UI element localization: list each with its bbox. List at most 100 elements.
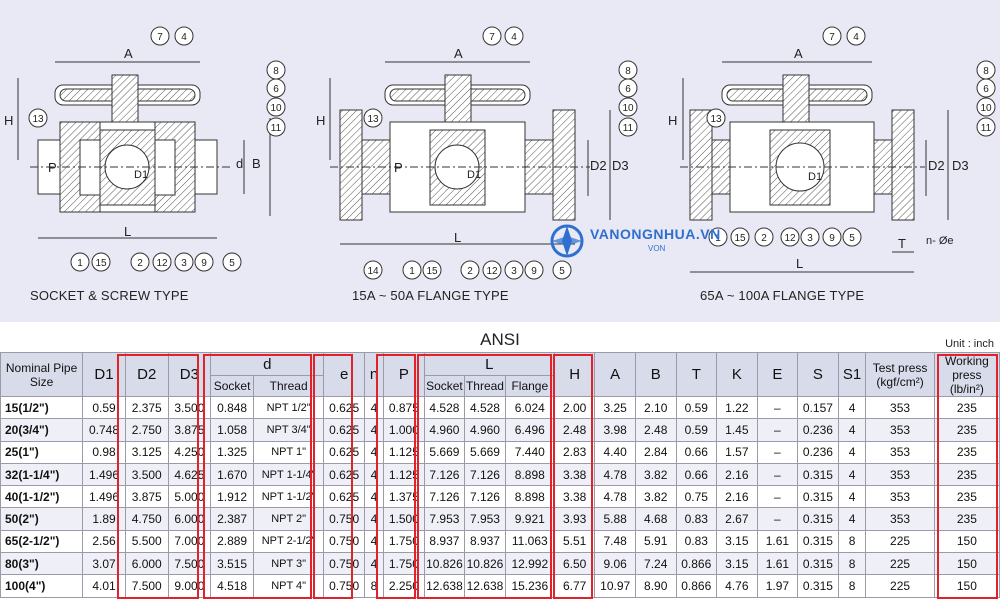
table-cell: 2.387: [210, 507, 254, 531]
table-cell: 235: [933, 418, 1000, 442]
table-cell: 1.325: [210, 440, 254, 464]
table-cell: 0.75: [675, 485, 718, 509]
part-balloon-label: 3: [807, 233, 813, 244]
header-h: H: [553, 352, 596, 397]
table-cell: 5.51: [553, 529, 596, 554]
table-cell: NPT 3": [252, 552, 325, 576]
table-cell: 3.515: [210, 552, 254, 576]
table-cell: –: [756, 395, 799, 420]
table-cell: 12.638: [423, 574, 466, 598]
table-cell: 1.496: [82, 462, 126, 487]
dim-d1-right: D1: [808, 171, 822, 183]
part-balloon-label: 8: [983, 66, 989, 77]
nominal-size-cell: 65(2-1/2"): [0, 529, 84, 554]
table-cell: 2.83: [553, 440, 596, 464]
header-s: S: [797, 352, 839, 397]
header-nominal-size: Nominal Pipe Size: [0, 352, 84, 397]
table-cell: 9.000: [167, 574, 212, 598]
table-cell: 235: [933, 462, 1000, 487]
dim-b-left: B: [252, 156, 261, 171]
table-cell: 8.937: [423, 529, 466, 554]
part-balloon-label: 11: [981, 123, 992, 134]
table-cell: 3.93: [553, 507, 596, 531]
table-cell: 2.00: [553, 395, 596, 420]
part-balloon-circle: [70, 252, 90, 272]
table-cell: 150: [933, 552, 1000, 576]
table-cell: 2.48: [553, 418, 596, 442]
part-balloon-label: 6: [273, 84, 279, 95]
table-cell: 353: [865, 395, 935, 420]
table-cell: 6.000: [167, 507, 212, 531]
table-cell: 1.375: [383, 485, 425, 509]
table-cell: 0.66: [675, 440, 718, 464]
dim-h-mid: H: [316, 113, 325, 128]
header-e-upper: E: [756, 352, 799, 397]
table-cell: 12.638: [464, 574, 506, 598]
table-cell: 4.750: [124, 507, 169, 531]
part-balloon-label: 6: [625, 84, 631, 95]
table-cell: 5.000: [167, 485, 212, 509]
part-balloon-label: 10: [622, 103, 634, 114]
table-cell: 8.90: [634, 574, 677, 598]
header-l: L: [423, 352, 555, 376]
table-cell: 7.24: [634, 552, 677, 576]
table-cell: 7.953: [423, 507, 466, 531]
part-balloon-label: 15: [426, 266, 438, 277]
table-cell: 0.83: [675, 507, 718, 531]
nominal-size-cell: 40(1-1/2"): [0, 485, 84, 509]
part-balloon-circle: [266, 97, 286, 117]
table-cell: NPT 3/4": [252, 418, 325, 442]
part-balloon-circle: [152, 252, 172, 272]
table-cell: 6.024: [504, 395, 555, 420]
part-balloon-circle: [482, 26, 502, 46]
table-cell: 4.78: [594, 462, 636, 487]
part-balloon-circle: [842, 227, 862, 247]
valve-drawings: A H P d B L D1 A: [4, 26, 996, 280]
table-cell: 225: [865, 552, 935, 576]
nominal-size-cell: 100(4"): [0, 574, 84, 598]
part-balloon-circle: [976, 97, 996, 117]
table-cell: 2.375: [124, 395, 169, 420]
part-balloon-circle: [552, 260, 572, 280]
table-cell: 235: [933, 485, 1000, 509]
table-cell: 0.625: [323, 462, 365, 487]
table-cell: 7.126: [423, 462, 466, 487]
table-cell: 9.06: [594, 552, 636, 576]
table-cell: 2.889: [210, 529, 254, 554]
table-cell: 3.82: [634, 462, 677, 487]
part-balloon-label: 15: [95, 258, 107, 269]
table-cell: 235: [933, 440, 1000, 464]
part-balloon-label: 8: [625, 66, 631, 77]
table-cell: 3.15: [716, 552, 758, 576]
header-t: T: [675, 352, 718, 397]
part-balloon-label: 9: [531, 266, 537, 277]
table-cell: 5.500: [124, 529, 169, 554]
table-cell: 8: [837, 529, 867, 554]
part-balloon-label: 3: [511, 266, 517, 277]
header-l-thread: Thread: [464, 375, 506, 397]
table-cell: 0.866: [675, 552, 718, 576]
dim-d1-mid: D1: [467, 169, 481, 181]
part-balloon-label: 1: [77, 258, 83, 269]
table-cell: 10.826: [464, 552, 506, 576]
part-balloon-circle: [130, 252, 150, 272]
table-title: ANSI: [480, 330, 520, 349]
table-cell: 5.669: [423, 440, 466, 464]
table-cell: 3.500: [167, 395, 212, 420]
unit-label: Unit : inch: [945, 338, 994, 350]
table-cell: NPT 1/2": [252, 395, 325, 420]
table-cell: 0.59: [82, 395, 126, 420]
table-cell: 0.875: [383, 395, 425, 420]
table-cell: 225: [865, 574, 935, 598]
table-cell: 4: [363, 529, 385, 554]
table-cell: 0.157: [797, 395, 839, 420]
table-cell: NPT 4": [252, 574, 325, 598]
table-cell: 1.22: [716, 395, 758, 420]
table-cell: 0.625: [323, 418, 365, 442]
header-d2: D2: [124, 352, 169, 397]
table-cell: 6.50: [553, 552, 596, 576]
table-cell: 5.91: [634, 529, 677, 554]
part-balloon-circle: [402, 260, 422, 280]
